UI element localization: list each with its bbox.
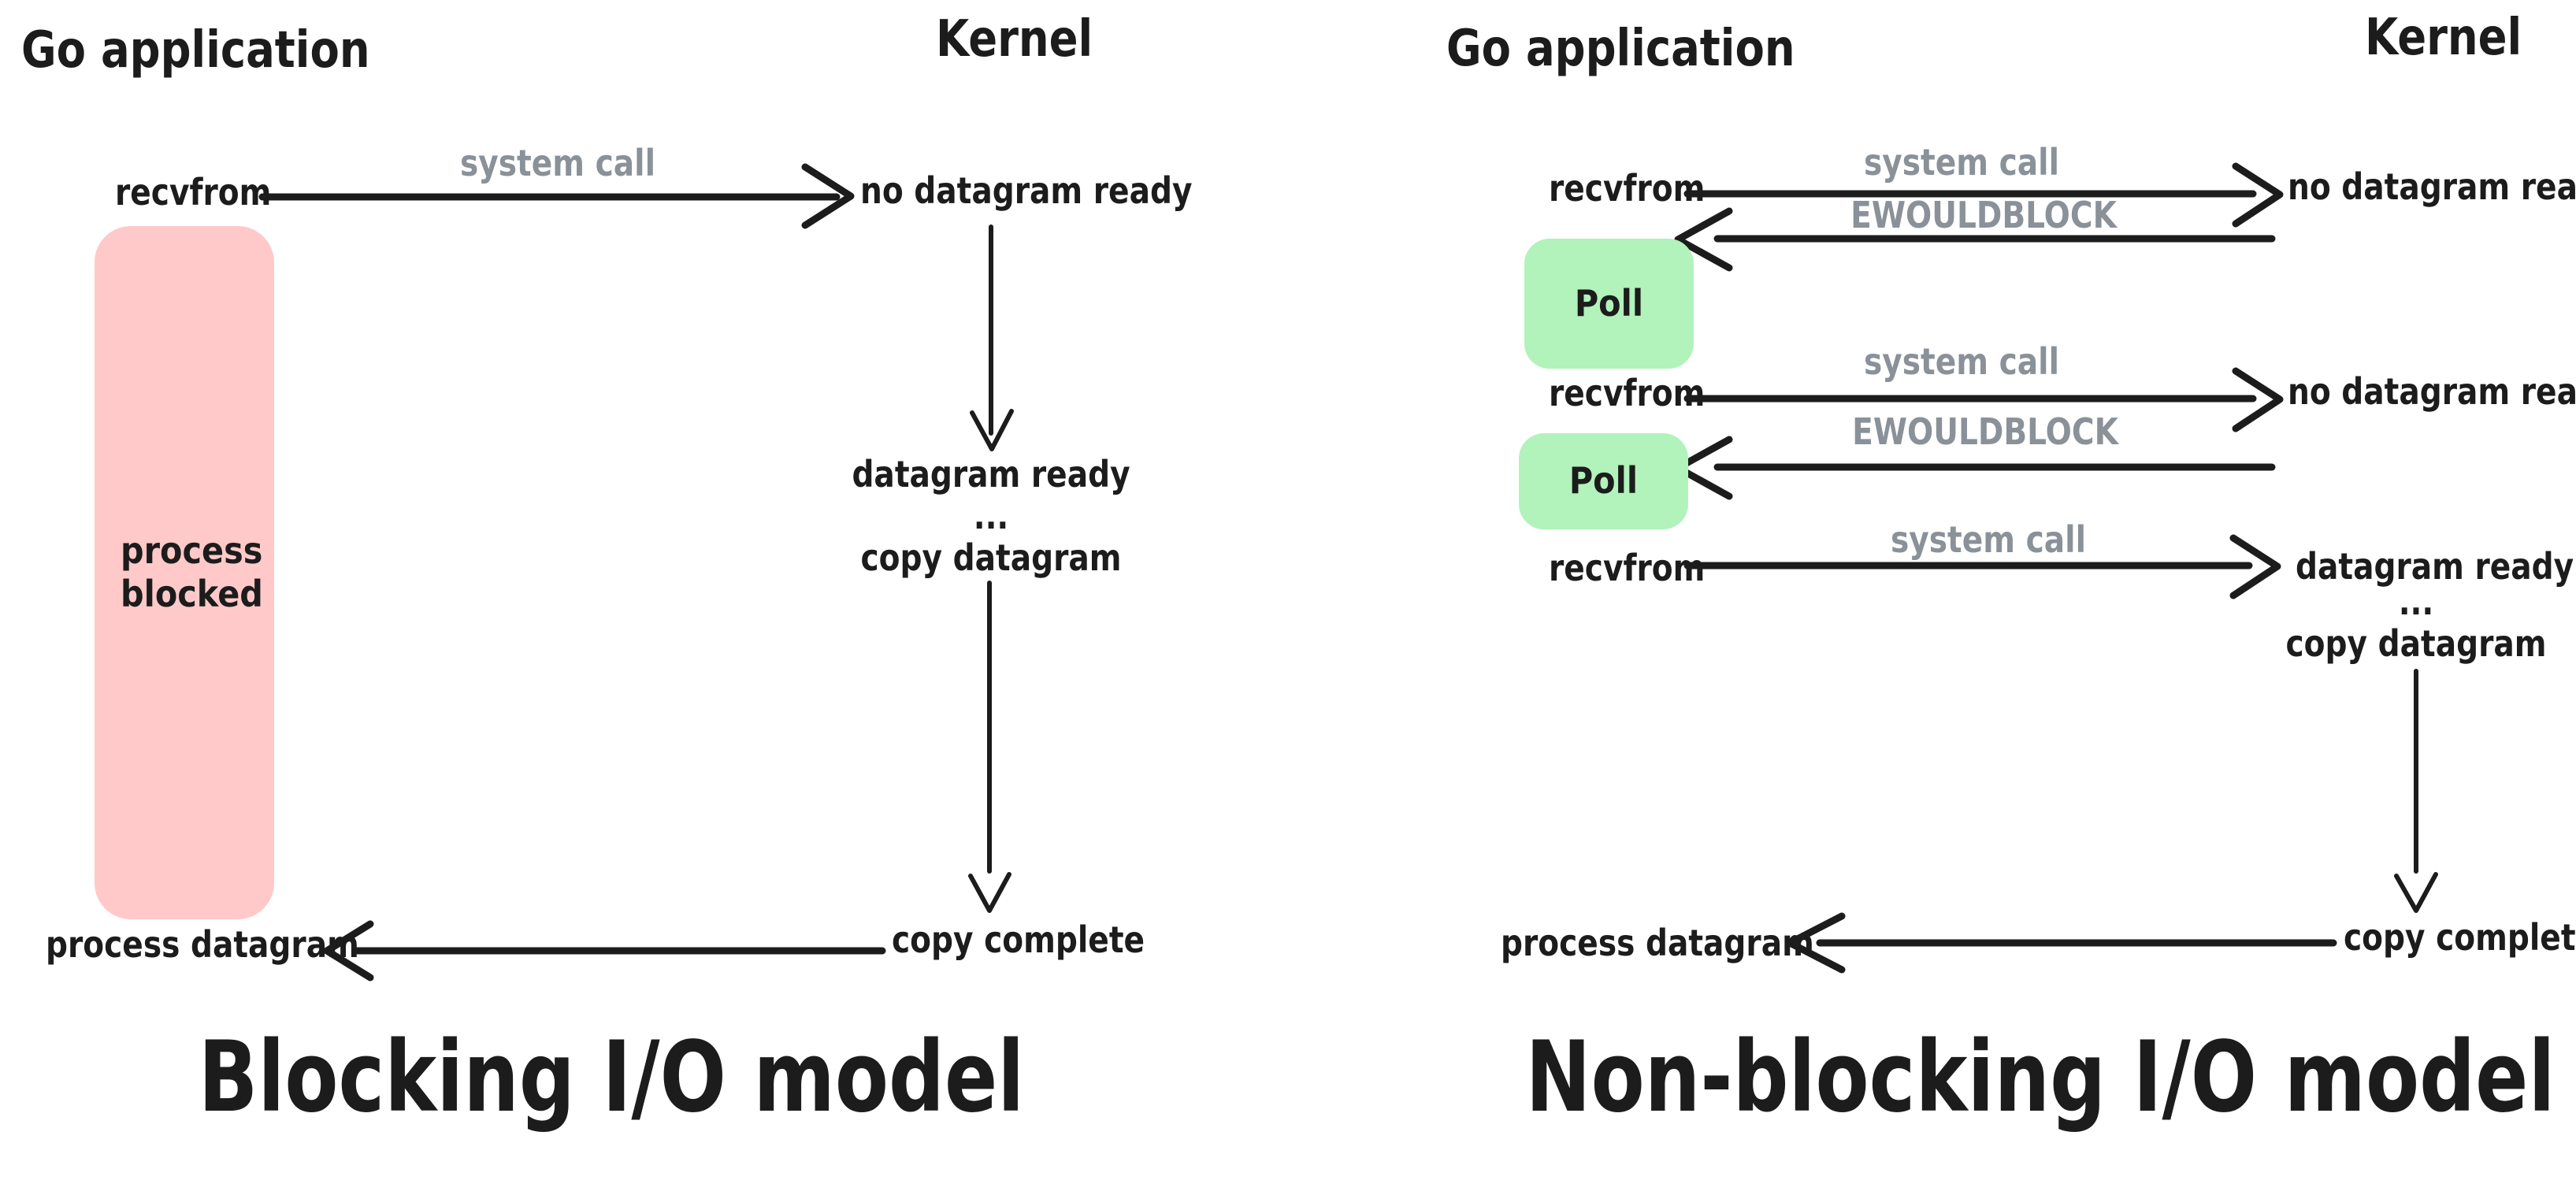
left-wait-line-3: copy datagram (860, 536, 1122, 579)
right-system-call-label-1: system call (1864, 141, 2059, 184)
right-return-arrowhead (1786, 912, 1846, 974)
left-wait-line-1: datagram ready (852, 453, 1130, 495)
right-ewouldblock-label-2: EWOULDBLOCK (1852, 410, 2118, 453)
right-recvfrom-label-2: recvfrom (1549, 372, 1706, 414)
left-recvfrom-label: recvfrom (115, 171, 272, 213)
right-kernel-wait-block: ... copy datagram (2286, 581, 2547, 665)
left-syscall-arrowhead (801, 163, 855, 229)
right-no-datagram-ready-label-2: no datagram ready (2288, 370, 2576, 413)
right-recvfrom-label-3: recvfrom (1549, 547, 1706, 589)
right-system-call-label-3: system call (1891, 518, 2086, 561)
left-kernel-wait-block: datagram ready ... copy datagram (852, 454, 1130, 579)
right-system-call-label-2: system call (1864, 340, 2059, 383)
poll-box-2: Poll (1519, 433, 1688, 529)
right-ewouldblock-label-1: EWOULDBLOCK (1850, 194, 2117, 236)
left-process-datagram-label: process datagram (46, 923, 359, 966)
poll-label-2: Poll (1568, 459, 1639, 503)
left-kernel-wait-arrowhead (970, 409, 1014, 451)
right-recvfrom-label-1: recvfrom (1549, 167, 1706, 210)
left-return-arrowhead (323, 920, 374, 981)
right-syscall-arrowhead-1 (2232, 162, 2284, 228)
left-copy-complete-label: copy complete (892, 918, 1145, 961)
right-wait-line-2: copy datagram (2285, 622, 2547, 665)
right-app-header: Go application (1446, 20, 1795, 78)
left-kernel-header: Kernel (936, 10, 1093, 69)
right-datagram-ready-label: datagram ready (2296, 545, 2574, 588)
left-system-call-label: system call (460, 142, 655, 184)
right-copy-complete-label: copy complete (2344, 916, 2576, 959)
left-wait-ellipsis: ... (973, 494, 1009, 537)
right-syscall-arrowhead-3 (2229, 534, 2281, 599)
right-kernel-copy-arrowhead (2394, 872, 2438, 913)
left-no-datagram-ready-label: no datagram ready (860, 169, 1193, 212)
left-diagram-title: Blocking I/O model (198, 1021, 1025, 1134)
left-app-header: Go application (21, 21, 370, 80)
right-no-datagram-ready-label-1: no datagram ready (2288, 165, 2576, 208)
process-blocked-label: process blocked (121, 529, 263, 615)
right-wait-ellipsis: ... (2398, 581, 2434, 623)
right-diagram-title: Non-blocking I/O model (1525, 1021, 2556, 1134)
poll-label-1: Poll (1574, 281, 1644, 325)
right-kernel-header: Kernel (2365, 9, 2522, 67)
right-process-datagram-label: process datagram (1501, 922, 1814, 964)
poll-box-1: Poll (1524, 239, 1694, 369)
right-syscall-arrowhead-2 (2232, 367, 2284, 432)
left-kernel-copy-arrowhead (968, 872, 1011, 913)
right-ewouldblock-arrowhead-1 (1674, 207, 1733, 272)
process-blocked-box: process blocked (95, 226, 274, 919)
